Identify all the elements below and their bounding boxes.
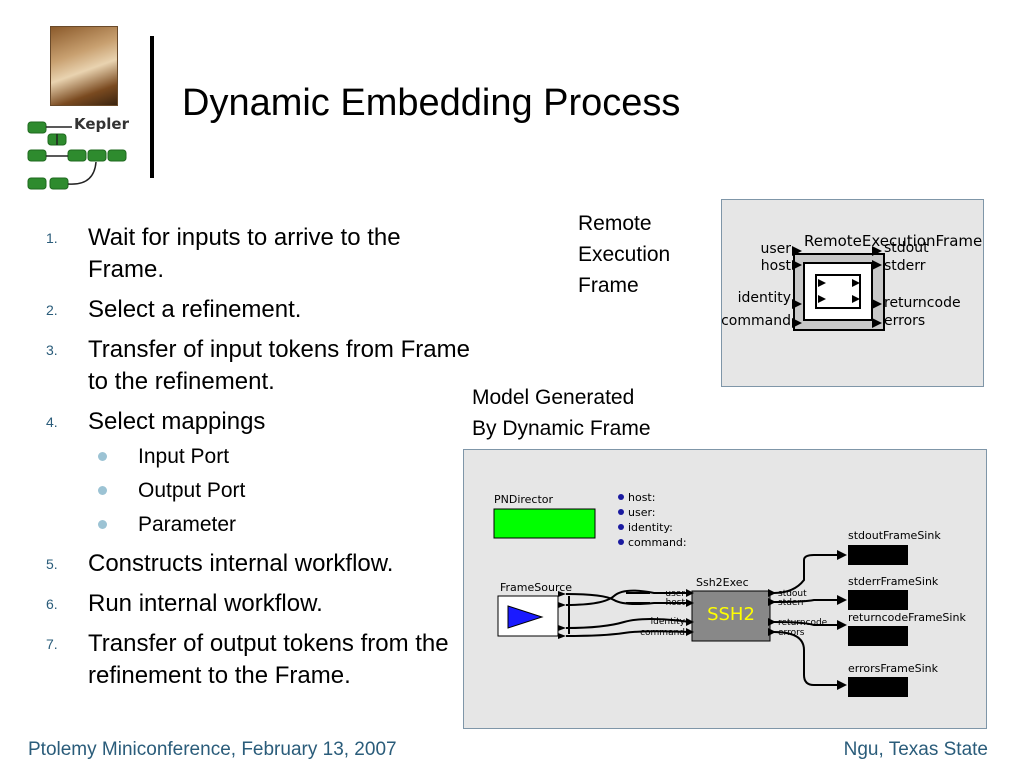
caption-line: Frame [578, 274, 639, 297]
director-box [493, 508, 596, 539]
list-item: 4. Select mappings [40, 406, 470, 438]
list-item: 5. Constructs internal workflow. [40, 548, 470, 580]
exec-name: Ssh2Exec [696, 576, 749, 589]
list-item: 1. Wait for inputs to arrive to the Frame… [40, 222, 470, 286]
sub-list-item: Input Port [40, 443, 470, 470]
port-label: stdout [884, 240, 929, 256]
footer-event: Ptolemy Miniconference, February 13, 200… [28, 739, 397, 760]
port-label: stdout [778, 589, 807, 599]
port-label: returncode [884, 295, 961, 311]
actor-name: RemoteExecutionFrame [804, 232, 982, 250]
port-icon [792, 318, 802, 328]
sink-name: stderrFrameSink [848, 575, 939, 588]
exec-label: SSH2 [707, 604, 755, 625]
port-icon [872, 246, 882, 256]
model-caption: Model Generated By Dynamic Frame [472, 382, 651, 444]
port-label: returncode [778, 618, 828, 628]
port-icon [872, 299, 882, 309]
port-icon [792, 246, 802, 256]
bullet-icon [98, 486, 107, 495]
port-label: command [722, 313, 791, 329]
remote-execution-frame-panel: RemoteExecutionFrame user host identity … [721, 199, 984, 387]
sink-name: returncodeFrameSink [848, 611, 966, 624]
stderr-sink-actor [848, 590, 908, 610]
sub-list-item: Output Port [40, 477, 470, 504]
bullet-icon [98, 520, 107, 529]
parameter-bullet-icon [618, 539, 624, 545]
list-item-text: Transfer of output tokens from the refin… [88, 630, 449, 689]
port-label: errors [884, 313, 925, 329]
list-number: 4. [46, 414, 58, 430]
port-label: host [666, 598, 686, 608]
port-icon [792, 299, 802, 309]
slide-title: Dynamic Embedding Process [182, 82, 681, 124]
port-label: user [760, 241, 791, 257]
sub-item-text: Input Port [138, 445, 230, 468]
port-icon [872, 318, 882, 328]
ssh2-exec-actor [691, 590, 771, 642]
steps-list: 1. Wait for inputs to arrive to the Frame… [40, 222, 470, 700]
port-label: host [761, 258, 792, 274]
list-item: 7. Transfer of output tokens from the ref… [40, 628, 470, 692]
returncode-sink-actor [848, 626, 908, 646]
list-item-text: Transfer of input tokens from Frame to t… [88, 336, 470, 395]
stdout-sink-actor [848, 545, 908, 565]
list-number: 7. [46, 636, 58, 652]
sub-item-text: Output Port [138, 479, 246, 502]
port-label: identity [738, 290, 791, 306]
list-item-text: Constructs internal workflow. [88, 550, 394, 577]
parameter-bullet-icon [618, 494, 624, 500]
list-item: 2. Select a refinement. [40, 294, 470, 326]
parameter-label: command: [628, 536, 687, 549]
logo-text: Kepler [74, 115, 130, 133]
director-name: PNDirector [494, 493, 554, 506]
connections [565, 554, 844, 686]
remote-frame-caption: Remote Execution Frame [578, 208, 670, 301]
sink-name: errorsFrameSink [848, 662, 939, 675]
port-label: stderr [778, 598, 805, 608]
port-label: user [665, 589, 685, 599]
port-icon [872, 260, 882, 270]
list-item-text: Select mappings [88, 408, 266, 435]
port-label: identity [651, 617, 686, 627]
list-number: 6. [46, 596, 58, 612]
port-icon [792, 260, 802, 270]
errors-sink-actor [848, 677, 908, 697]
list-number: 1. [46, 230, 58, 246]
parameter-bullet-icon [618, 509, 624, 515]
sink-name: stdoutFrameSink [848, 529, 941, 542]
list-item-text: Select a refinement. [88, 296, 302, 323]
list-number: 5. [46, 556, 58, 572]
list-item-text: Wait for inputs to arrive to the Frame. [88, 224, 401, 283]
bullet-icon [98, 452, 107, 461]
caption-line: Remote [578, 212, 652, 235]
sub-item-text: Parameter [138, 513, 237, 536]
remote-frame-diagram: RemoteExecutionFrame user host identity … [721, 232, 982, 331]
parameter-label: host: [628, 491, 655, 504]
port-label: command [640, 628, 685, 638]
caption-line: By Dynamic Frame [472, 417, 651, 440]
parameter-bullet-icon [618, 524, 624, 530]
parameter-label: user: [628, 506, 656, 519]
list-number: 3. [46, 342, 58, 358]
list-item: 3. Transfer of input tokens from Frame to… [40, 334, 470, 398]
port-label: errors [778, 628, 805, 638]
caption-line: Model Generated [472, 386, 635, 409]
title-divider [150, 36, 154, 178]
caption-line: Execution [578, 243, 671, 266]
kepler-logo: Kepler [27, 115, 130, 190]
list-number: 2. [46, 302, 58, 318]
source-name: FrameSource [500, 581, 572, 594]
model-diagram: PNDirector host: user: identity: command… [493, 491, 966, 697]
port-label: stderr [884, 258, 926, 274]
list-item-text: Run internal workflow. [88, 590, 323, 617]
source-arrow-icon [507, 605, 544, 629]
footer-author: Ngu, Texas State [843, 739, 988, 760]
kepler-portrait-image [50, 26, 118, 106]
parameter-label: identity: [628, 521, 673, 534]
list-item: 6. Run internal workflow. [40, 588, 470, 620]
sub-list-item: Parameter [40, 511, 470, 538]
generated-model-panel: PNDirector host: user: identity: command… [463, 449, 987, 729]
